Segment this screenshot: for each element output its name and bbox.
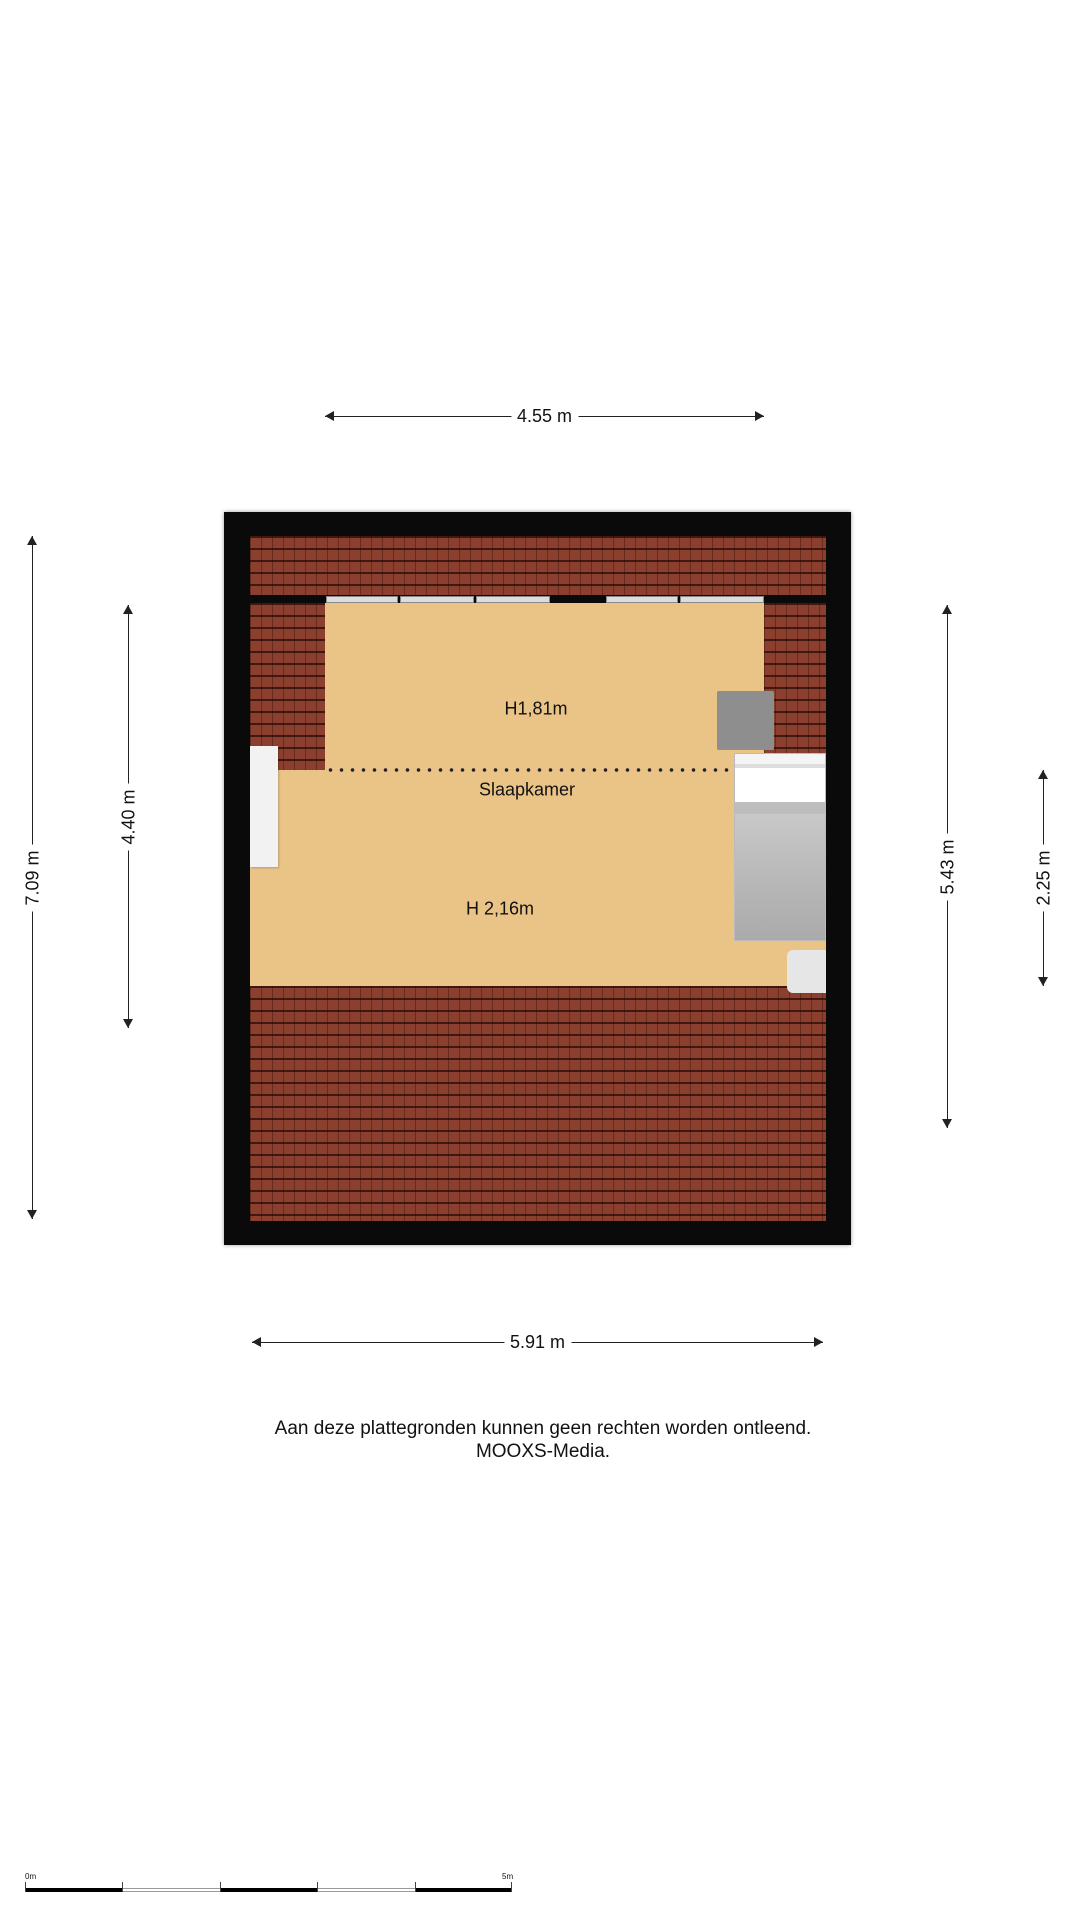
scale-tick — [220, 1882, 221, 1892]
dimension-label: 2.25 m — [1033, 844, 1055, 912]
dimension-top: 4.55 m — [325, 406, 764, 427]
bed — [734, 753, 826, 941]
dimension-label: 7.09 m — [22, 843, 44, 912]
scale-tick — [511, 1882, 512, 1892]
desk-chair — [717, 691, 774, 750]
nightstand — [787, 950, 826, 993]
scale-tick — [25, 1882, 26, 1892]
scale-segment — [220, 1888, 317, 1892]
scale-start-label: 0m — [25, 1872, 37, 1881]
room-height-lower: H 2,16m — [465, 898, 535, 919]
scale-segment — [317, 1888, 415, 1892]
floor-lower — [250, 770, 826, 986]
dimension-bottom: 5.91 m — [252, 1332, 823, 1353]
scale-tick — [415, 1882, 416, 1892]
scale-tick — [317, 1882, 318, 1892]
knee-wall-line — [325, 768, 765, 772]
scale-segment — [122, 1888, 220, 1892]
room-name: Slaapkamer — [478, 779, 576, 800]
window — [680, 596, 764, 603]
scale-tick — [122, 1882, 123, 1892]
wardrobe — [250, 746, 278, 867]
scale-segment — [25, 1888, 122, 1892]
scale-end-label: 5m — [502, 1872, 514, 1881]
roof-tiles-bottom — [250, 986, 826, 1221]
window — [606, 596, 678, 603]
dimension-left-inner: 4.40 m — [118, 605, 140, 1028]
roof-tiles-top — [250, 536, 826, 595]
roof-tiles-right — [764, 603, 826, 770]
window — [400, 596, 474, 603]
room-height-upper: H1,81m — [504, 698, 568, 719]
credit-text: MOOXS-Media. — [475, 1441, 611, 1462]
window — [476, 596, 550, 603]
dimension-label: 4.40 m — [118, 782, 140, 851]
disclaimer-text: Aan deze plattegronden kunnen geen recht… — [274, 1418, 812, 1439]
window — [326, 596, 398, 603]
dimension-label: 5.43 m — [937, 832, 959, 901]
floor-upper — [325, 603, 764, 771]
dimension-label: 5.91 m — [503, 1332, 572, 1353]
dimension-right-inner: 2.25 m — [1033, 770, 1055, 986]
scale-segment — [415, 1888, 512, 1892]
dimension-left-outer: 7.09 m — [22, 536, 44, 1219]
roof-tiles-left — [250, 603, 325, 770]
dimension-label: 4.55 m — [510, 406, 579, 427]
dimension-right-outer: 5.43 m — [937, 605, 959, 1128]
